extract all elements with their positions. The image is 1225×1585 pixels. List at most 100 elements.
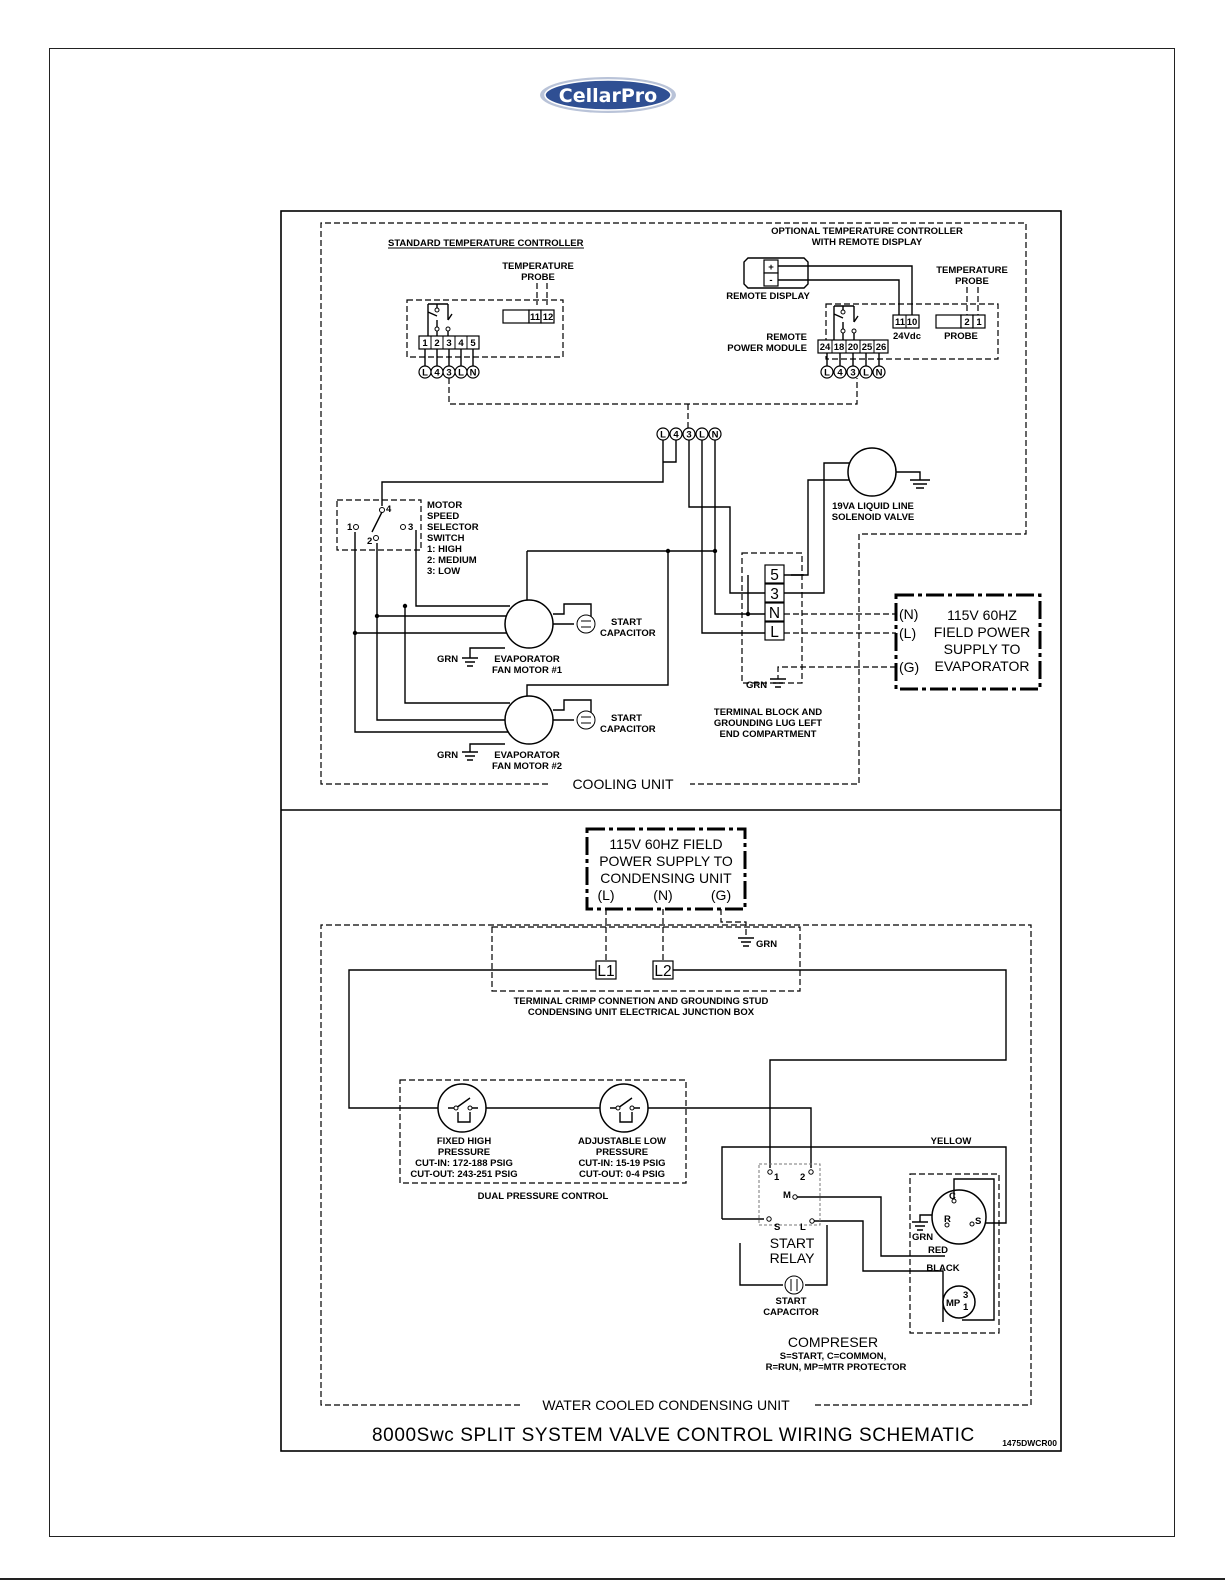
compressor-mp: MP	[946, 1298, 961, 1309]
opt-terminal-20: 20	[848, 342, 859, 353]
opt-pin-l: L	[824, 368, 830, 379]
relay-terminal-m: M	[783, 1190, 791, 1201]
fan2-ground-label: GRN	[437, 750, 458, 761]
evap-power-line-4: EVAPORATOR	[935, 658, 1030, 674]
wire-red-label: RED	[928, 1245, 948, 1256]
std-pin-4: 4	[434, 368, 440, 379]
cond-power-line-1: 115V 60HZ FIELD	[609, 836, 722, 852]
tb-ground-label: GRN	[746, 680, 767, 691]
cond-ground-label: GRN	[756, 939, 777, 950]
junction-pin-4: 4	[673, 430, 679, 441]
wire-yellow-label: YELLOW	[931, 1136, 972, 1147]
switch-label-low: 3: LOW	[427, 566, 460, 577]
fan1-cap-label-2: CAPACITOR	[600, 628, 656, 639]
opt-plug-pins: L 4 3 L N	[820, 365, 886, 379]
switch-label: MOTOR	[427, 500, 462, 511]
switch-pos-1: 1	[347, 522, 353, 533]
opt-probe-label-2: PROBE	[955, 276, 989, 287]
evaporator-fan-motor-1: START CAPACITOR GRN EVAPORATOR FAN MOTOR…	[437, 599, 656, 676]
opt-probe-tag: PROBE	[944, 331, 978, 342]
cond-power-tag-n: (N)	[653, 887, 672, 903]
optional-temperature-controller: OPTIONAL TEMPERATURE CONTROLLER WITH REM…	[726, 226, 1008, 379]
condensing-junction-box: GRN L1 L2 TERMINAL CRIMP CONNETION AND G…	[491, 909, 801, 1018]
evap-power-line-1: 115V 60HZ	[947, 607, 1017, 623]
compressor-label: COMPRESER	[788, 1334, 878, 1350]
low-pressure-label-2: PRESSURE	[596, 1147, 648, 1158]
cooling-unit-wiring	[352, 440, 851, 733]
opt-terminal-26: 26	[876, 342, 887, 353]
opt-pin-l2: L	[863, 368, 869, 379]
evap-power-line-3: SUPPLY TO	[944, 641, 1021, 657]
switch-pos-2: 2	[367, 536, 372, 547]
opt-pin-n: N	[876, 368, 883, 379]
junction-pin-l: L	[660, 430, 666, 441]
tb-terminal-n: N	[769, 605, 780, 622]
tb-label-2: GROUNDING LUG LEFT	[714, 718, 822, 729]
std-pin-3: 3	[446, 368, 451, 379]
junction-label: TERMINAL CRIMP CONNETION AND GROUNDING S…	[514, 996, 769, 1007]
opt-terminal-25: 25	[862, 342, 873, 353]
fan2-label: EVAPORATOR	[494, 750, 560, 761]
evap-power-tag-g: (G)	[899, 659, 919, 675]
std-pin-l: L	[422, 368, 428, 379]
standard-temperature-controller: STANDARD TEMPERATURE CONTROLLER TEMPERAT…	[388, 238, 858, 405]
remote-display-label: REMOTE DISPLAY	[726, 291, 810, 302]
compressor-ground-label: GRN	[912, 1232, 933, 1243]
fan1-cap-label: START	[611, 617, 642, 628]
std-probe-terminal-12: 12	[543, 312, 554, 323]
opt-relay-terminals: 24 18 20 25 26	[817, 339, 889, 354]
condensing-unit-label: WATER COOLED CONDENSING UNIT	[542, 1397, 790, 1413]
evaporator-fan-motor-2: START CAPACITOR GRN EVAPORATOR FAN MOTOR…	[437, 695, 656, 772]
junction-pin-l2: L	[699, 430, 705, 441]
relay-label-2: RELAY	[770, 1250, 816, 1266]
opt-pin-3: 3	[850, 368, 855, 379]
footer-rule	[0, 1578, 1225, 1580]
opt-24vdc-label: 24Vdc	[893, 331, 921, 342]
std-probe-terminal-11: 11	[530, 312, 541, 323]
display-minus: -	[769, 275, 772, 286]
std-terminal-2: 2	[434, 338, 439, 349]
fan2-label-2: FAN MOTOR #2	[492, 761, 562, 772]
opt-display-terminal-10: 10	[907, 317, 918, 328]
evap-power-tag-l: (L)	[899, 625, 916, 641]
tb-terminal-5: 5	[770, 567, 779, 584]
std-terminal-3: 3	[446, 338, 451, 349]
std-pin-l2: L	[458, 368, 464, 379]
junction-l2: L2	[654, 963, 671, 980]
cooling-unit-label: COOLING UNIT	[572, 776, 674, 792]
compressor-legend-2: R=RUN, MP=MTR PROTECTOR	[766, 1362, 907, 1373]
high-pressure-label-2: PRESSURE	[438, 1147, 490, 1158]
fan2-cap-label-2: CAPACITOR	[600, 724, 656, 735]
relay-terminal-2: 2	[800, 1172, 805, 1183]
solenoid-label: 19VA LIQUID LINE	[832, 501, 914, 512]
schematic-frame	[280, 210, 1062, 1452]
low-pressure-label: ADJUSTABLE LOW	[578, 1136, 666, 1147]
std-relay-terminals: 1 2 3 4 5	[418, 335, 480, 350]
tb-terminal-l: L	[770, 624, 779, 641]
evaporator-field-power-box: (N) (L) (G) 115V 60HZ FIELD POWER SUPPLY…	[894, 593, 1042, 691]
relay-terminal-1: 1	[774, 1172, 780, 1183]
high-pressure-cut-in: CUT-IN: 172-188 PSIG	[415, 1158, 513, 1169]
start-cap-label-2: CAPACITOR	[763, 1307, 819, 1318]
opt-probe-terminal-2: 2	[964, 317, 969, 328]
junction-pin-3: 3	[686, 430, 691, 441]
solenoid-label-2: SOLENOID VALVE	[832, 512, 915, 523]
compressor: C R S GRN MP 3 1 COMPRESER S=START, C=CO…	[766, 1173, 1000, 1373]
dual-pressure-label: DUAL PRESSURE CONTROL	[478, 1191, 609, 1202]
opt-terminal-18: 18	[834, 342, 845, 353]
remote-power-module-label-2: POWER MODULE	[727, 343, 807, 354]
compressor-s: S	[975, 1216, 981, 1227]
std-terminal-1: 1	[422, 338, 428, 349]
start-relay: 1 2 M S L START RELAY	[758, 1163, 821, 1266]
opt-terminal-24: 24	[820, 342, 831, 353]
opt-display-terminal-11: 11	[895, 317, 906, 328]
std-pin-n: N	[470, 368, 477, 379]
opt-pin-4: 4	[837, 368, 843, 379]
schematic-title: 8000Swc SPLIT SYSTEM VALVE CONTROL WIRIN…	[372, 1425, 975, 1446]
cond-power-line-3: CONDENSING UNIT	[600, 870, 732, 886]
dual-pressure-control: FIXED HIGH PRESSURE CUT-IN: 172-188 PSIG…	[399, 1079, 687, 1202]
std-terminal-5: 5	[470, 338, 476, 349]
junction-l1: L1	[597, 963, 614, 980]
switch-label-high: 1: HIGH	[427, 544, 462, 555]
